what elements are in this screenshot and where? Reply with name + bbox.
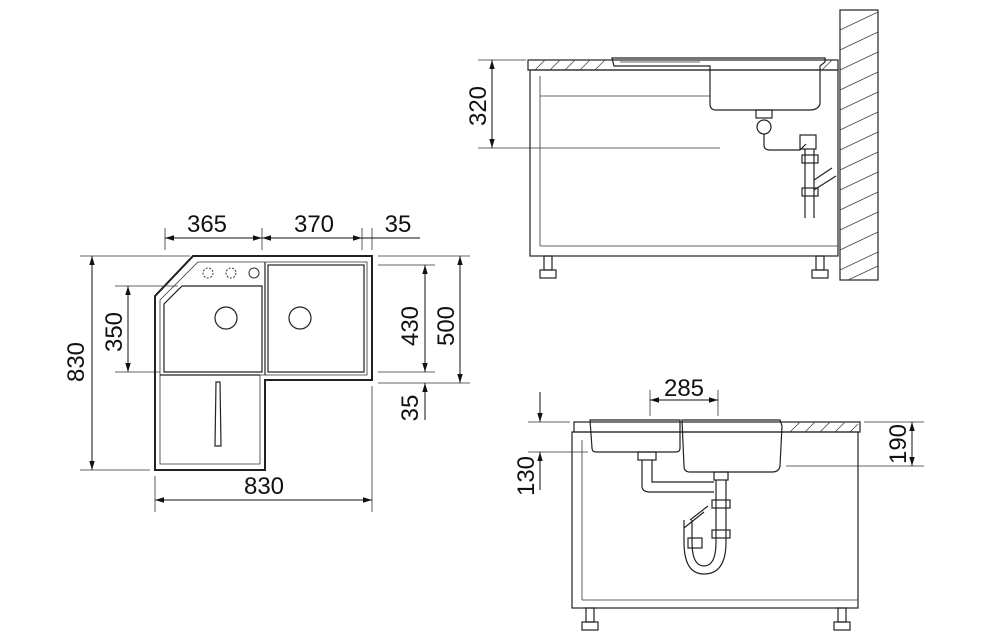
right-bowl	[267, 264, 365, 373]
dim-35-top: 35	[385, 211, 412, 238]
drainer-slot	[214, 381, 222, 447]
tap-hole-icon	[225, 267, 237, 279]
sink-outline	[154, 255, 373, 471]
tap-hole-icon	[202, 267, 214, 279]
side-view: 320	[465, 9, 879, 281]
right-sink-front	[681, 419, 783, 473]
left-bowl	[163, 285, 263, 373]
wall	[839, 9, 879, 281]
plan-view: 365 370 35 830 350 430 500 35 830	[63, 211, 470, 512]
dim-430: 430	[397, 306, 424, 346]
sink-profile	[611, 57, 826, 111]
dim-320: 320	[465, 86, 492, 126]
dim-830-bottom: 830	[244, 473, 284, 500]
left-sink-front	[589, 419, 681, 453]
siphon-front	[637, 451, 731, 575]
right-drain-icon	[288, 306, 312, 330]
dim-35-right: 35	[397, 395, 424, 422]
dim-285: 285	[664, 375, 704, 402]
front-view: 285 130 190	[513, 375, 924, 631]
dim-500: 500	[433, 306, 460, 346]
left-drain-icon	[214, 306, 238, 330]
dim-365: 365	[187, 211, 227, 238]
cabinet	[529, 69, 839, 257]
tap-hole-icon	[248, 267, 260, 279]
dim-830-left: 830	[63, 342, 90, 382]
worktop	[527, 59, 839, 71]
dim-190: 190	[885, 424, 912, 464]
cabinet-front	[571, 431, 859, 609]
siphon-side	[755, 109, 837, 218]
worktop-front	[573, 421, 861, 433]
dim-370: 370	[294, 211, 334, 238]
dim-130: 130	[513, 456, 540, 496]
dim-350: 350	[101, 312, 128, 352]
